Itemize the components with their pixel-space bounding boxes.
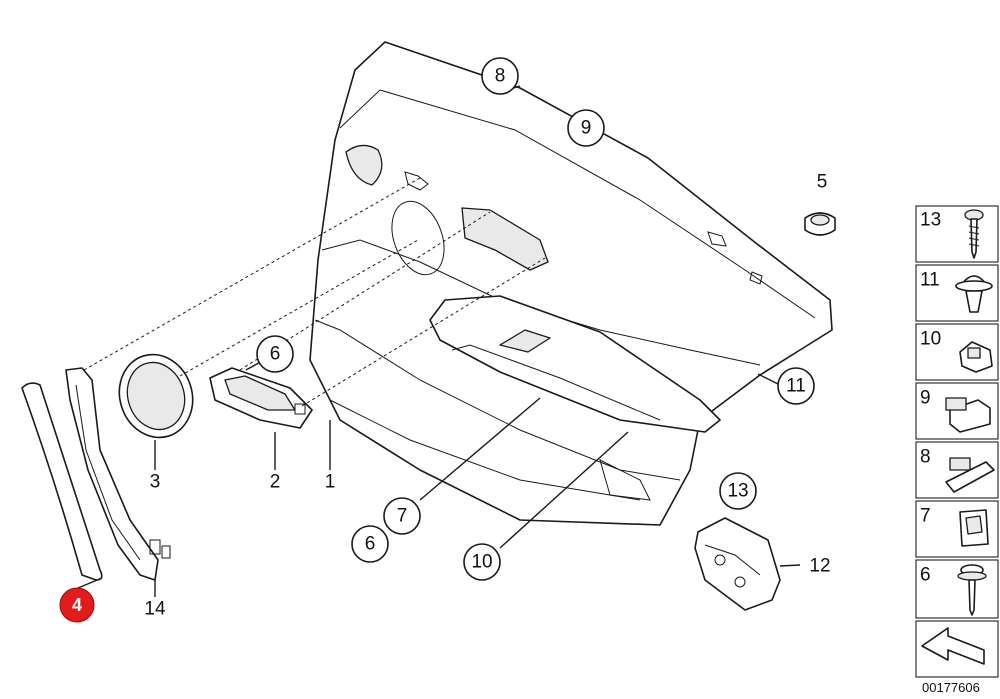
label-1[interactable]: 1 xyxy=(325,472,336,493)
callout-circle xyxy=(256,335,294,373)
door-trim-panel xyxy=(309,41,833,526)
callout-11[interactable]: 11 xyxy=(777,367,815,405)
callout-label: 11 xyxy=(786,376,806,397)
label-14[interactable]: 14 xyxy=(144,599,166,620)
retaining-clip-icon xyxy=(945,397,991,433)
highlight-label: 4 xyxy=(72,595,82,615)
legend-label-8[interactable]: 8 xyxy=(920,447,931,468)
callout-circle xyxy=(463,543,501,581)
door-handle-bezel xyxy=(209,367,313,429)
callout-circle xyxy=(777,367,815,405)
legend-label-10[interactable]: 10 xyxy=(920,329,941,350)
highlight-badge xyxy=(59,587,95,623)
clip-part-5 xyxy=(804,212,836,236)
callout-circle xyxy=(351,525,389,563)
speaker-grille xyxy=(118,353,194,439)
callout-6-top[interactable]: 6 xyxy=(256,335,294,373)
arrow-icon xyxy=(921,627,985,665)
callout-7[interactable]: 7 xyxy=(383,497,421,535)
callout-label: 9 xyxy=(581,118,592,139)
callout-label: 8 xyxy=(495,66,506,87)
callout-8[interactable]: 8 xyxy=(481,57,519,95)
callout-10[interactable]: 10 xyxy=(463,543,501,581)
clip-nut-icon xyxy=(959,341,993,373)
fastener-legend: 13 11 10 9 8 7 6 xyxy=(915,205,999,678)
callout-label: 10 xyxy=(471,552,492,573)
callout-circle xyxy=(567,109,605,147)
document-id: 00177606 xyxy=(922,680,980,695)
callout-label: 13 xyxy=(727,481,748,502)
collar-screw-icon xyxy=(957,564,987,616)
callout-6-bottom[interactable]: 6 xyxy=(351,525,389,563)
label-3[interactable]: 3 xyxy=(150,472,161,493)
legend-label-13[interactable]: 13 xyxy=(920,210,941,231)
legend-label-11[interactable]: 11 xyxy=(920,270,940,291)
spreading-nut-icon xyxy=(959,509,989,547)
highlight-callout-4[interactable]: 4 xyxy=(59,587,95,623)
label-5[interactable]: 5 xyxy=(817,172,828,193)
legend-cell xyxy=(915,205,999,263)
callout-circle xyxy=(481,57,519,95)
label-2[interactable]: 2 xyxy=(270,472,281,493)
callout-label: 7 xyxy=(397,506,408,527)
expanding-rivet-icon xyxy=(955,275,993,313)
screw-icon xyxy=(964,209,984,259)
callout-circle xyxy=(383,497,421,535)
legend-label-9[interactable]: 9 xyxy=(920,388,931,409)
legend-label-6[interactable]: 6 xyxy=(920,565,931,586)
legend-cell xyxy=(915,559,999,619)
label-12[interactable]: 12 xyxy=(809,556,830,577)
callout-13[interactable]: 13 xyxy=(719,472,757,510)
callout-label: 6 xyxy=(365,534,376,555)
callout-label: 6 xyxy=(270,344,281,365)
grab-handle-carrier xyxy=(65,367,171,581)
callout-9[interactable]: 9 xyxy=(567,109,605,147)
legend-cell xyxy=(915,264,999,322)
flat-clip-icon xyxy=(945,457,995,493)
callout-circle xyxy=(719,472,757,510)
bracket-part-12 xyxy=(694,517,781,611)
legend-label-7[interactable]: 7 xyxy=(920,506,931,527)
